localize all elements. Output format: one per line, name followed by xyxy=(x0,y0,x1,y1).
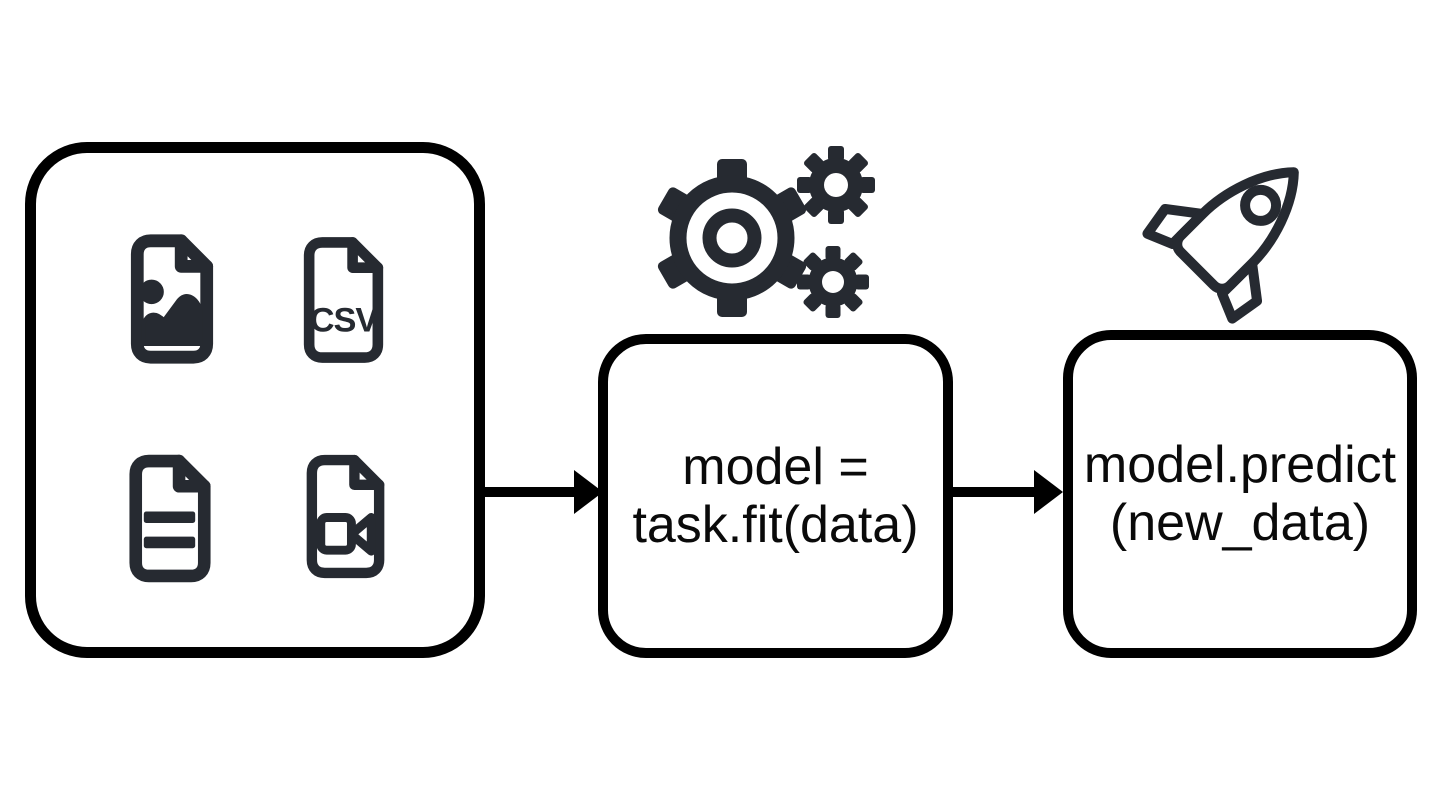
rocket-icon xyxy=(1142,167,1299,324)
csv-label: CSV xyxy=(310,301,379,339)
predict-code: model.predict (new_data) xyxy=(1073,340,1407,648)
code-line: task.fit(data) xyxy=(632,496,919,554)
text-file-icon xyxy=(129,454,211,583)
arrow-right-icon xyxy=(950,470,1063,514)
code-line: model = xyxy=(682,437,869,496)
csv-file-icon: CSV xyxy=(303,237,384,363)
fit-code: model = task.fit(data) xyxy=(608,344,943,648)
image-file-icon xyxy=(130,234,214,364)
video-file-icon xyxy=(306,454,385,579)
predict-box: model.predict (new_data) xyxy=(1063,330,1417,658)
gears-icon xyxy=(657,146,875,318)
code-line: (new_data) xyxy=(1109,494,1371,552)
code-line: model.predict xyxy=(1083,435,1397,494)
fit-box: model = task.fit(data) xyxy=(598,334,953,658)
data-sources-box: CSV xyxy=(25,142,485,658)
arrow-right-icon xyxy=(484,470,603,514)
